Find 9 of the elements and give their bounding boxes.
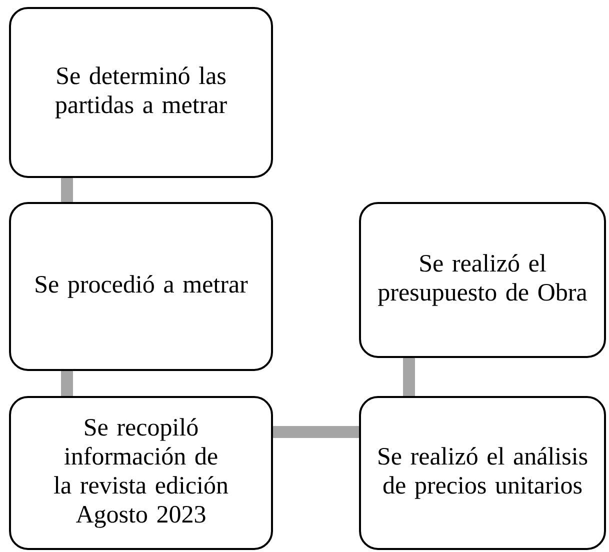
process-box: Se realizó el análisis de precios unitarios (359, 396, 606, 550)
process-box: Se determinó las partidas a metrar (9, 7, 273, 178)
connector-bar (403, 358, 415, 396)
process-box: Se realizó el presupuesto de Obra (359, 202, 606, 358)
connector-bar (273, 426, 359, 438)
process-box: Se procedió a metrar (9, 202, 273, 371)
connector-bar (61, 178, 73, 202)
process-box: Se recopiló información de la revista edición Agosto 2023 (9, 396, 273, 550)
connector-bar (61, 371, 73, 396)
